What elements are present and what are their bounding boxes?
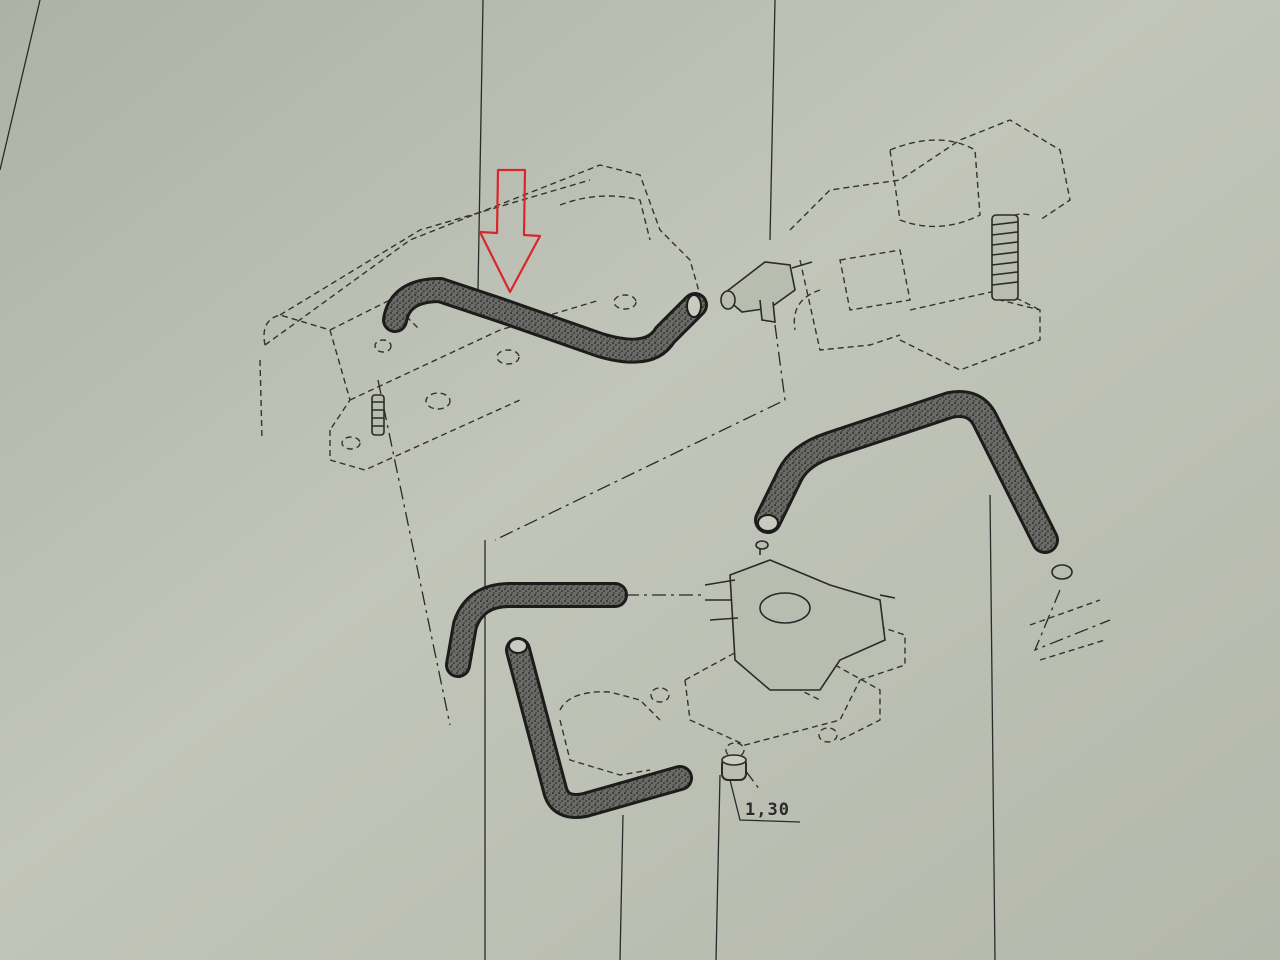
breather-hose-upper xyxy=(382,277,708,364)
stud-bolt xyxy=(371,394,385,436)
vacuum-hose-arched xyxy=(754,390,1059,554)
idle-valve-ghost xyxy=(559,599,1106,776)
cylinder-head-ghost xyxy=(259,164,701,471)
small-clamp xyxy=(1051,564,1073,580)
bypass-hose-elbow xyxy=(445,582,628,678)
leader-lines xyxy=(377,324,1111,791)
vacuum-tee-fitting xyxy=(720,261,813,323)
down-arrow-icon xyxy=(478,168,542,294)
part-callout: 1,30 xyxy=(729,779,801,823)
part-ref-label: 1,30 xyxy=(745,800,790,820)
throttle-spring xyxy=(991,214,1019,301)
idle-valve-body xyxy=(704,540,896,691)
restrictor-sleeve xyxy=(721,754,747,781)
supply-hose-l-shaped xyxy=(505,637,693,819)
